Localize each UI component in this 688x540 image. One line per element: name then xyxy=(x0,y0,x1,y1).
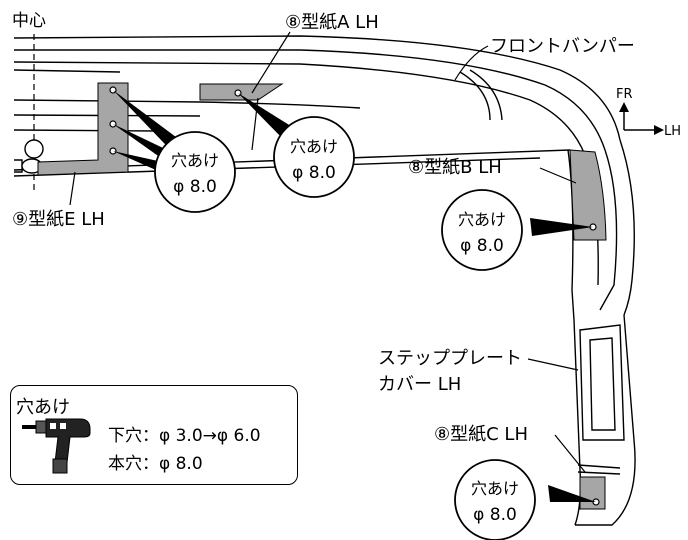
fr-label: FR xyxy=(616,87,633,102)
front-bumper-outline xyxy=(13,35,636,526)
callout-1: 穴あけ φ 8.0 xyxy=(154,131,236,213)
pattern-b-label: ⑧型紙B LH xyxy=(408,157,502,178)
step-plate-label-1: ステッププレート xyxy=(378,348,522,369)
direction-indicator: FR LH xyxy=(616,87,681,139)
callout-3-title: 穴あけ xyxy=(458,210,506,229)
callout-2-title: 穴あけ xyxy=(290,137,338,156)
template-e xyxy=(37,82,129,176)
callout-3-size: φ 8.0 xyxy=(460,236,504,256)
pattern-a-label: ⑧型紙A LH xyxy=(285,12,379,33)
template-c xyxy=(579,476,606,510)
front-bumper-label: フロントバンパー xyxy=(490,36,635,57)
callout-1-size: φ 8.0 xyxy=(173,177,217,197)
mount-clip xyxy=(24,139,44,159)
legend-final-hole: 本穴：φ 8.0 xyxy=(108,454,203,474)
callout-2: 穴あけ φ 8.0 xyxy=(273,116,355,198)
callout-4-title: 穴あけ xyxy=(471,479,519,498)
legend-pilot-hole: 下穴：φ 3.0→φ 6.0 xyxy=(108,426,261,446)
callout-4: 穴あけ φ 8.0 xyxy=(454,459,536,540)
template-b xyxy=(569,149,607,241)
callout-4-size: φ 8.0 xyxy=(473,505,517,525)
step-plate-label-2: カバー LH xyxy=(378,374,461,395)
lh-label: LH xyxy=(664,124,681,139)
center-label: 中心 xyxy=(12,11,46,31)
leader-lines xyxy=(69,31,586,473)
drill-icon xyxy=(22,418,91,474)
callout-2-size: φ 8.0 xyxy=(292,163,336,183)
callout-1-title: 穴あけ xyxy=(171,151,219,170)
pattern-e-label: ⑨型紙E LH xyxy=(12,209,105,230)
legend-title: 穴あけ xyxy=(16,397,70,418)
pattern-c-label: ⑧型紙C LH xyxy=(434,424,528,445)
callout-3: 穴あけ φ 8.0 xyxy=(441,189,523,271)
